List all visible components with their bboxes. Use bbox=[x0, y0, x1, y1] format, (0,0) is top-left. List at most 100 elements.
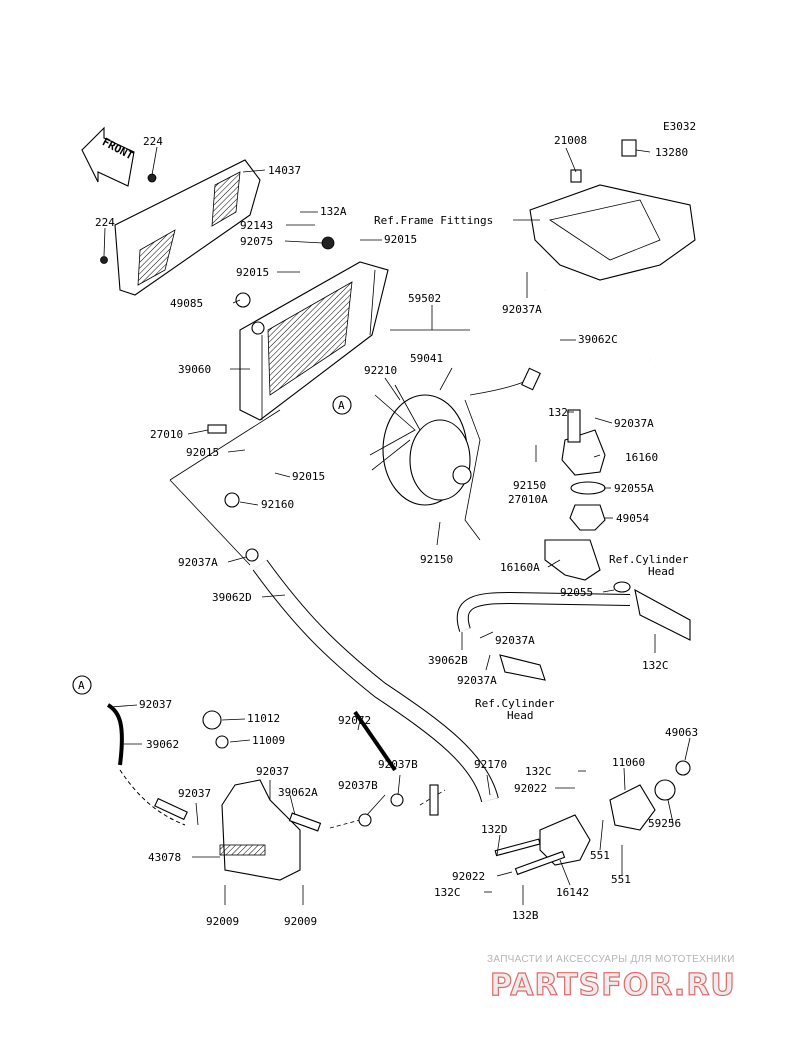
label-92022-b: 92022 bbox=[452, 870, 485, 883]
diagram-code: E3032 bbox=[663, 120, 696, 133]
label-92072: 92072 bbox=[338, 714, 371, 727]
label-92075: 92075 bbox=[240, 235, 273, 248]
label-132c-a: 132C bbox=[642, 659, 669, 672]
radiator-screen bbox=[114, 159, 261, 296]
leader-lines bbox=[103, 146, 691, 905]
label-43078: 43078 bbox=[148, 851, 181, 864]
label-92037-b: 92037 bbox=[256, 765, 289, 778]
radiator-cap-icon bbox=[235, 292, 251, 308]
label-92015-a: 92015 bbox=[384, 233, 417, 246]
cylinder-head-pipe bbox=[634, 588, 691, 641]
label-59256: 59256 bbox=[648, 817, 681, 830]
radiator-neck-icon bbox=[251, 321, 265, 335]
clamp-92037a-icon bbox=[245, 548, 259, 562]
label-132b: 132B bbox=[512, 909, 539, 922]
grommet-92160-icon bbox=[224, 492, 240, 508]
label-132: 132 bbox=[548, 406, 568, 419]
label-11009: 11009 bbox=[252, 734, 285, 747]
water-pump bbox=[494, 760, 691, 876]
pipe-lower bbox=[499, 654, 546, 681]
label-132d: 132D bbox=[481, 823, 508, 836]
label-551-a: 551 bbox=[590, 849, 610, 862]
ref-frame-fittings: Ref.Frame Fittings bbox=[374, 214, 493, 227]
label-11060: 11060 bbox=[612, 756, 645, 769]
label-132c-c: 132C bbox=[434, 886, 461, 899]
label-39062: 39062 bbox=[146, 738, 179, 751]
label-59041: 59041 bbox=[410, 352, 443, 365]
label-92143: 92143 bbox=[240, 219, 273, 232]
ref-a-circle-top bbox=[332, 395, 352, 415]
label-92037-c: 92037 bbox=[178, 787, 211, 800]
thermostat-housing bbox=[544, 409, 631, 593]
label-224-top: 224 bbox=[143, 135, 163, 148]
frame-bracket bbox=[529, 139, 696, 281]
cable-tie bbox=[353, 710, 397, 772]
label-16160: 16160 bbox=[625, 451, 658, 464]
label-39060: 39060 bbox=[178, 363, 211, 376]
label-27010a: 27010A bbox=[508, 493, 548, 506]
ref-a-circle-bottom bbox=[72, 675, 92, 695]
label-92015-d: 92015 bbox=[292, 470, 325, 483]
label-13280: 13280 bbox=[655, 146, 688, 159]
label-11012: 11012 bbox=[247, 712, 280, 725]
pipe-segment bbox=[154, 797, 188, 821]
collar-92075-icon bbox=[321, 236, 335, 250]
label-16160a: 16160A bbox=[500, 561, 540, 574]
label-49054: 49054 bbox=[616, 512, 649, 525]
label-39062b: 39062B bbox=[428, 654, 468, 667]
label-27010: 27010 bbox=[150, 428, 183, 441]
ref-cylinder-head-2b: Head bbox=[507, 709, 534, 722]
label-59502: 59502 bbox=[408, 292, 441, 305]
ref-cylinder-head-1a: Ref.Cylinder bbox=[609, 553, 689, 566]
label-21008: 21008 bbox=[554, 134, 587, 147]
ref-cylinder-head-1b: Head bbox=[648, 565, 675, 578]
watermark-subtitle: ЗАПЧАСТИ И АКСЕССУАРЫ ДЛЯ МОТОТЕХНИКИ bbox=[487, 954, 735, 965]
hose-39062 bbox=[106, 703, 124, 766]
ref-a-top: A bbox=[338, 399, 345, 412]
label-92210: 92210 bbox=[364, 364, 397, 377]
label-92037-a: 92037 bbox=[139, 698, 172, 711]
label-92022-a: 92022 bbox=[514, 782, 547, 795]
bolt-224-top-icon bbox=[147, 173, 157, 183]
label-92037b-a: 92037B bbox=[378, 758, 418, 771]
label-14037: 14037 bbox=[268, 164, 301, 177]
watermark-brand: PARTSFOR.RU bbox=[490, 968, 736, 1003]
bolt-224-left-icon bbox=[100, 256, 108, 264]
reservoir-tank bbox=[202, 710, 301, 881]
label-92009-a: 92009 bbox=[206, 915, 239, 928]
label-92015-b: 92015 bbox=[236, 266, 269, 279]
label-92037a-a: 92037A bbox=[502, 303, 542, 316]
label-92160: 92160 bbox=[261, 498, 294, 511]
label-16142: 16142 bbox=[556, 886, 589, 899]
label-92055: 92055 bbox=[560, 586, 593, 599]
label-39062d: 39062D bbox=[212, 591, 252, 604]
label-92150-a: 92150 bbox=[513, 479, 546, 492]
label-39062a: 39062A bbox=[278, 786, 318, 799]
label-92037a-c: 92037A bbox=[495, 634, 535, 647]
label-551-b: 551 bbox=[611, 873, 631, 886]
part-labels: 224 14037 224 132A 92143 92075 92015 920… bbox=[95, 134, 698, 928]
label-49085: 49085 bbox=[170, 297, 203, 310]
label-92009-b: 92009 bbox=[284, 915, 317, 928]
label-92037b-b: 92037B bbox=[338, 779, 378, 792]
label-92037a-e: 92037A bbox=[457, 674, 497, 687]
radiator-core bbox=[239, 261, 389, 421]
label-39062c: 39062C bbox=[578, 333, 618, 346]
fan-assembly bbox=[369, 367, 541, 541]
label-132a: 132A bbox=[320, 205, 347, 218]
label-92015-c: 92015 bbox=[186, 446, 219, 459]
label-132c-b: 132C bbox=[525, 765, 552, 778]
label-49063: 49063 bbox=[665, 726, 698, 739]
temp-sensor-icon bbox=[207, 424, 227, 434]
ref-cylinder-head-2a: Ref.Cylinder bbox=[475, 697, 555, 710]
label-224-left: 224 bbox=[95, 216, 115, 229]
label-92170: 92170 bbox=[474, 758, 507, 771]
front-arrow-icon: FRONT bbox=[81, 126, 136, 187]
label-92055a: 92055A bbox=[614, 482, 654, 495]
label-92150-b: 92150 bbox=[420, 553, 453, 566]
ref-a-bottom: A bbox=[78, 679, 85, 692]
label-92037a-d: 92037A bbox=[178, 556, 218, 569]
label-92037a-b: 92037A bbox=[614, 417, 654, 430]
